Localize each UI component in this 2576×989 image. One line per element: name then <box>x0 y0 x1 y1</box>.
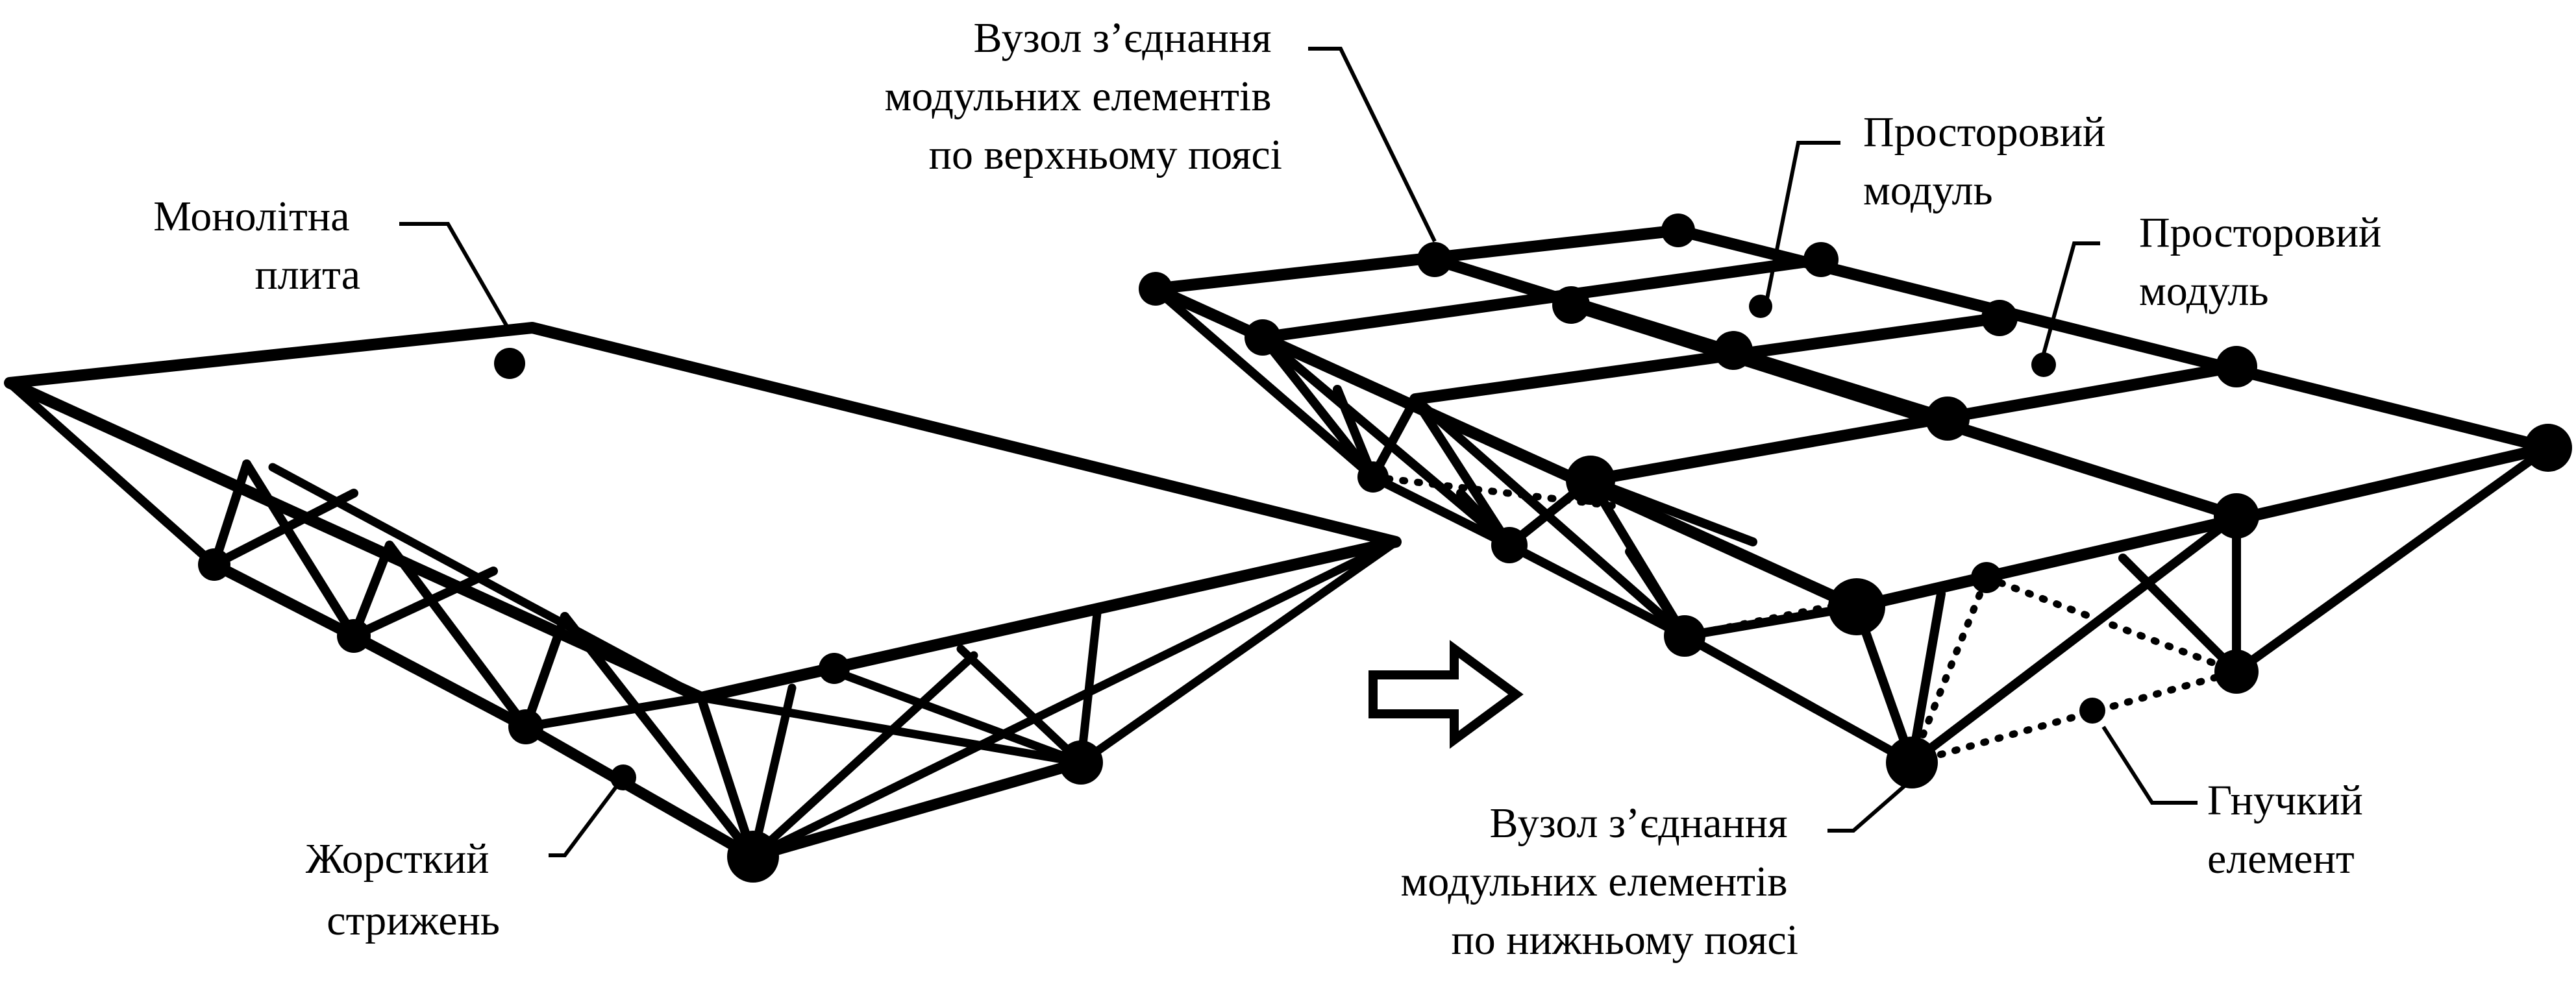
slab-center-node <box>494 348 525 379</box>
top-node <box>2216 346 2257 387</box>
top-node <box>1714 331 1753 370</box>
top-node <box>1139 272 1172 306</box>
bottom-node <box>198 548 230 581</box>
hollow-right-arrow-icon <box>1368 640 1524 749</box>
bottom-node <box>1886 737 1938 788</box>
top-node <box>1245 319 1281 356</box>
slab-nodes <box>198 348 1103 883</box>
top-node <box>1417 242 1452 277</box>
bottom-node <box>1491 527 1528 563</box>
bottom-node <box>1664 615 1705 657</box>
top-node <box>1926 397 1970 441</box>
module-nodes <box>1139 214 2572 788</box>
bottom-node <box>819 653 850 684</box>
flexible-element-node <box>2079 698 2105 724</box>
top-node <box>1828 578 1885 635</box>
top-node <box>1552 286 1590 324</box>
monolithic-slab-truss <box>4 322 1402 883</box>
label-top-chord-node: Вузол з’єднання модульних елементів по в… <box>885 14 1282 178</box>
modular-spatial-truss <box>1139 214 2572 788</box>
truss-web-back <box>268 463 1400 861</box>
bottom-node <box>1059 740 1103 785</box>
label-flexible-element: Гнучкий елемент <box>2207 777 2373 883</box>
label-rigid-rod: Жорсткий стрижень <box>306 835 500 944</box>
bottom-node <box>1357 461 1389 493</box>
truss-web-front <box>5 378 758 861</box>
bottom-node <box>508 709 543 744</box>
bottom-node <box>2214 650 2259 694</box>
label-spatial-module-1: Просторовий модуль <box>1863 108 2116 214</box>
top-node <box>1566 456 1615 505</box>
top-node <box>2214 493 2259 539</box>
bottom-node <box>1971 562 2002 593</box>
bottom-node <box>727 831 779 883</box>
top-node <box>1981 300 2018 336</box>
top-node <box>2524 424 2572 472</box>
top-node <box>1803 242 1839 277</box>
module-center-node <box>2031 352 2056 377</box>
leader-lines <box>399 47 2198 857</box>
label-monolithic-slab: Монолітна плита <box>153 193 360 299</box>
label-spatial-module-2: Просторовий модуль <box>2139 209 2392 315</box>
truss-webs <box>1151 284 2553 767</box>
top-node <box>1661 214 1695 247</box>
labels: Монолітна плита Жорсткий стрижень Вузол … <box>153 14 2392 964</box>
label-bottom-chord-node: Вузол з’єднання модульних елементів по н… <box>1401 800 1798 964</box>
bottom-node <box>337 619 371 653</box>
